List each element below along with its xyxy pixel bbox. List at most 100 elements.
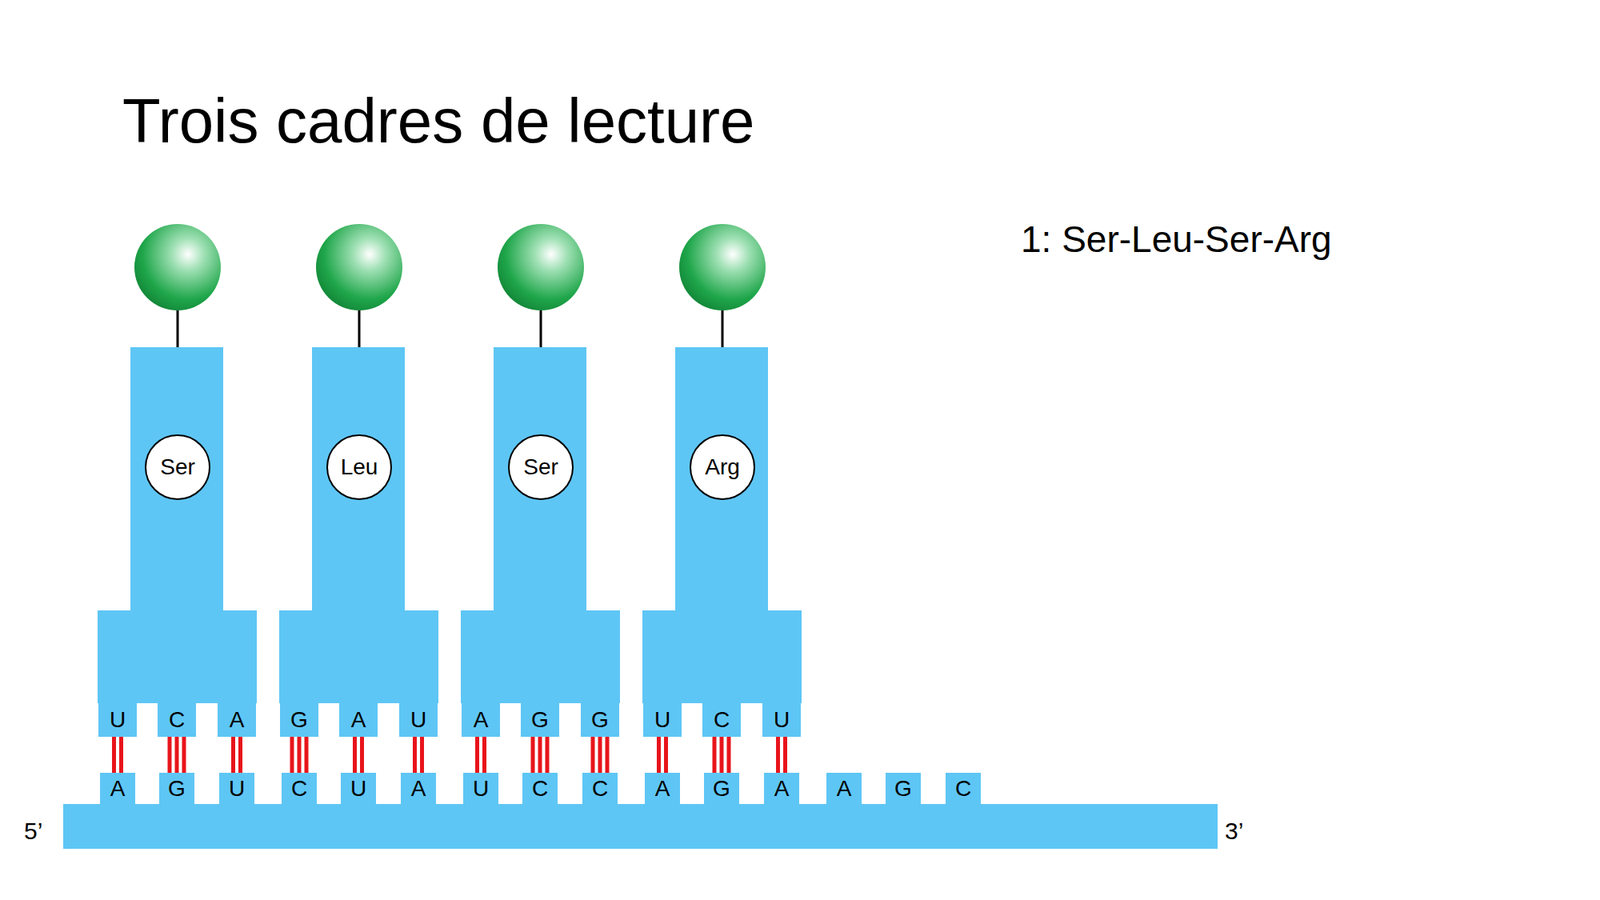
amino-acid-circle: Ser: [144, 434, 211, 500]
amino-acid-circle: Arg: [689, 434, 756, 500]
codon-base: A: [826, 772, 862, 804]
base-letter: C: [592, 777, 608, 800]
anticodon-base: A: [461, 702, 500, 737]
amino-acid-name: Ser: [523, 456, 559, 479]
base-letter: A: [473, 708, 489, 732]
amino-acid-link: [358, 308, 361, 348]
base-letter: U: [228, 777, 245, 800]
mrna-strand: [63, 804, 1218, 849]
base-pair-bond: [355, 736, 363, 773]
strand-end-label: 5’: [24, 819, 43, 844]
codon-base: U: [219, 772, 255, 804]
base-letter: U: [410, 708, 427, 732]
strand-end-label: 3’: [1224, 819, 1244, 844]
amino-acid-name: Arg: [704, 456, 740, 479]
trna-base: [460, 610, 620, 704]
codon-base: C: [945, 772, 981, 804]
amino-acid-ball: [316, 224, 403, 311]
trna-group: [97, 224, 802, 704]
anticodon-base: G: [520, 702, 560, 737]
base-pair-bond: [592, 736, 608, 773]
base-letter: C: [532, 777, 548, 800]
trna-base: [279, 610, 439, 704]
base-letter: A: [110, 777, 126, 800]
trna-stem: [493, 347, 587, 613]
amino-acid-link: [540, 308, 543, 348]
codon-base: A: [100, 772, 136, 804]
codon-base: A: [644, 772, 680, 804]
amino-acid-name: Ser: [160, 456, 196, 479]
base-letter: C: [955, 777, 972, 800]
anticodon-base: A: [339, 702, 378, 737]
base-letter: C: [291, 777, 308, 800]
base-letter: U: [109, 708, 126, 732]
amino-acid-circle: Ser: [508, 434, 574, 500]
trna: [97, 224, 257, 704]
anticodon-base: G: [280, 702, 319, 737]
anticodon-base: U: [643, 702, 682, 737]
trna-stem: [312, 347, 405, 613]
amino-acid-name: Leu: [340, 456, 379, 479]
anticodon-base: U: [98, 702, 137, 737]
base-letter: C: [168, 708, 185, 732]
anticodon-base: G: [580, 702, 620, 737]
trna-stem: [675, 347, 768, 613]
codon-base: A: [764, 772, 800, 804]
trna: [460, 224, 620, 704]
base-pair-bond: [714, 736, 729, 773]
base-letter: A: [351, 708, 367, 732]
base-pair-bond: [415, 736, 423, 773]
trna-stem: [130, 347, 224, 613]
base-pair-bond: [532, 736, 548, 773]
codon-base: A: [400, 772, 436, 804]
base-pair-bond: [169, 736, 184, 773]
trna-base: [642, 610, 802, 704]
codon-base: G: [704, 772, 740, 804]
codon-base: G: [159, 772, 195, 804]
anticodon-base: C: [157, 702, 196, 737]
base-letter: A: [229, 708, 245, 732]
codon-base: U: [463, 772, 499, 804]
anticodon-base: C: [702, 702, 741, 737]
codon-base: G: [885, 772, 921, 804]
base-pair-bond: [477, 736, 485, 773]
amino-acid-link: [721, 308, 724, 348]
base-letter: G: [531, 708, 549, 732]
codon-base: C: [522, 772, 558, 804]
amino-acid-link: [176, 308, 180, 348]
trna: [279, 224, 439, 704]
trna-base: [97, 610, 257, 704]
base-letter: A: [836, 777, 852, 800]
base-pair-bond: [659, 736, 667, 773]
amino-acid-circle: Leu: [326, 434, 392, 500]
trna: [642, 224, 802, 704]
base-letter: A: [411, 777, 427, 800]
codon-base: U: [340, 772, 376, 804]
base-letter: G: [290, 708, 308, 732]
anticodon-base: U: [762, 702, 801, 737]
amino-acid-ball: [134, 224, 221, 311]
reading-frame-label: 1: Ser-Leu-Ser-Arg: [1020, 220, 1332, 258]
anticodon-base: A: [217, 702, 256, 737]
base-letter: U: [773, 708, 790, 732]
base-letter: G: [712, 777, 731, 800]
codon-base: C: [582, 772, 618, 804]
base-letter: U: [350, 777, 367, 800]
base-letter: U: [654, 708, 671, 732]
base-letter: C: [713, 708, 730, 732]
slide-title: Trois cadres de lecture: [122, 89, 755, 152]
base-letter: A: [774, 777, 790, 800]
base-pair-bond: [778, 736, 786, 773]
base-letter: G: [591, 708, 609, 732]
base-letter: G: [894, 777, 912, 800]
amino-acid-ball: [679, 224, 766, 311]
amino-acid-ball: [497, 224, 584, 311]
base-letter: G: [168, 777, 186, 800]
base-letter: U: [472, 777, 489, 800]
base-pair-bond: [114, 736, 122, 773]
base-pair-bond: [292, 736, 307, 773]
base-letter: A: [655, 777, 671, 800]
codon-base: C: [281, 772, 317, 804]
anticodon-base: U: [399, 702, 438, 737]
